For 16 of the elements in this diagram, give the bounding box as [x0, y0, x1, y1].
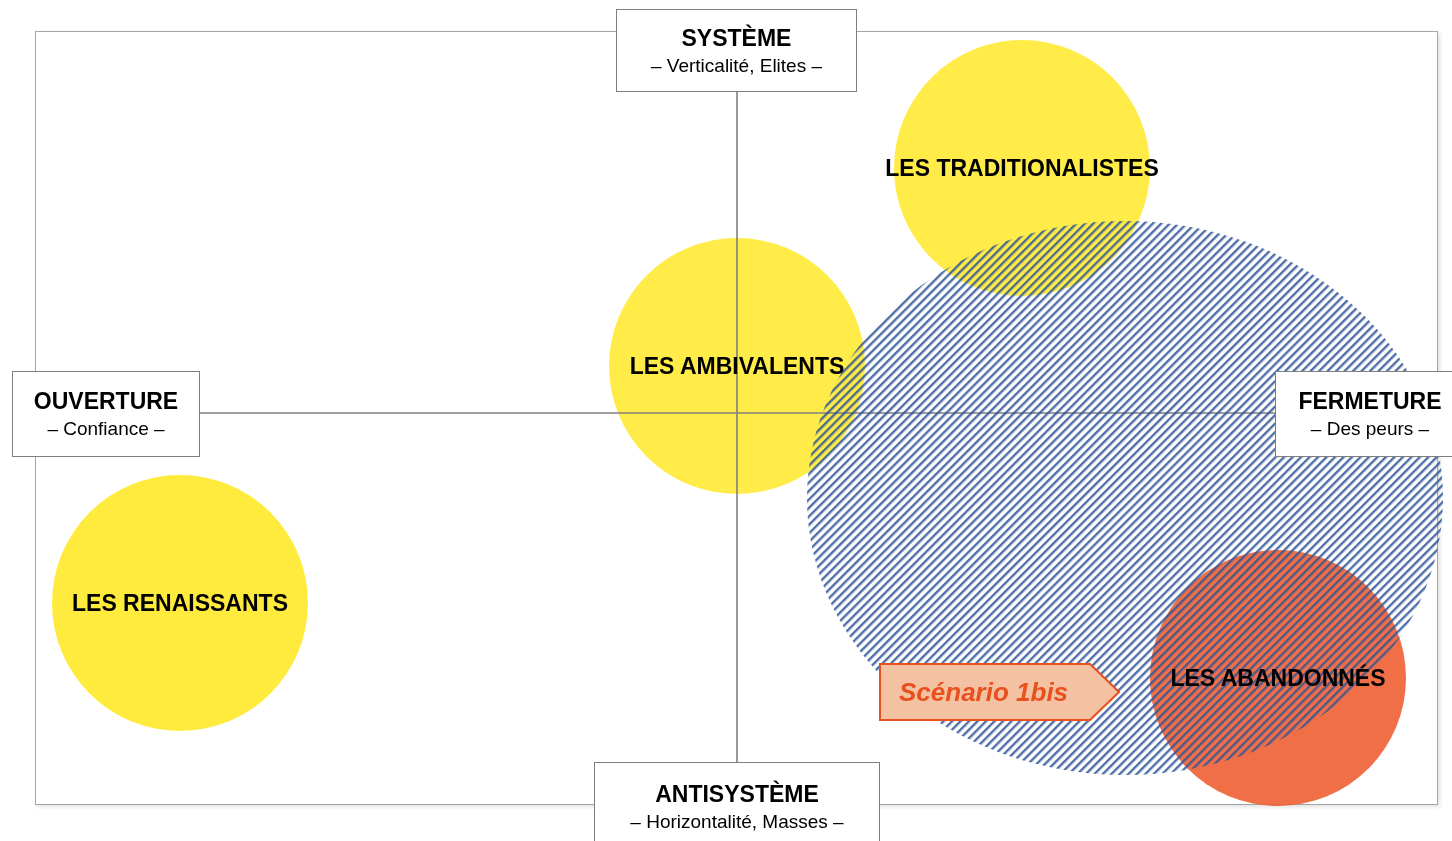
axis-title: SYSTÈME [681, 23, 792, 53]
axis-title: FERMETURE [1298, 387, 1442, 416]
axis-subtitle: – Des peurs – [1310, 417, 1430, 441]
axis-label-box [594, 762, 880, 841]
axis-subtitle: – Horizontalité, Masses – [630, 810, 844, 834]
axis-label-box [616, 9, 857, 92]
axis-subtitle: – Verticalité, Elites – [650, 53, 823, 78]
segment-label: LES RENAISSANTS [72, 589, 288, 617]
axis-label-box [1275, 371, 1452, 457]
scenario-arrow-shape [879, 663, 1120, 721]
segment-label: LES AMBIVALENTS [629, 352, 845, 380]
axis-subtitle: – Confiance – [47, 417, 165, 441]
axis-label-box [12, 371, 200, 457]
axis-title: ANTISYSTÈME [655, 779, 819, 809]
axis-title: OUVERTURE [33, 387, 179, 416]
scenario-label: Scénario 1bis [898, 676, 1069, 708]
